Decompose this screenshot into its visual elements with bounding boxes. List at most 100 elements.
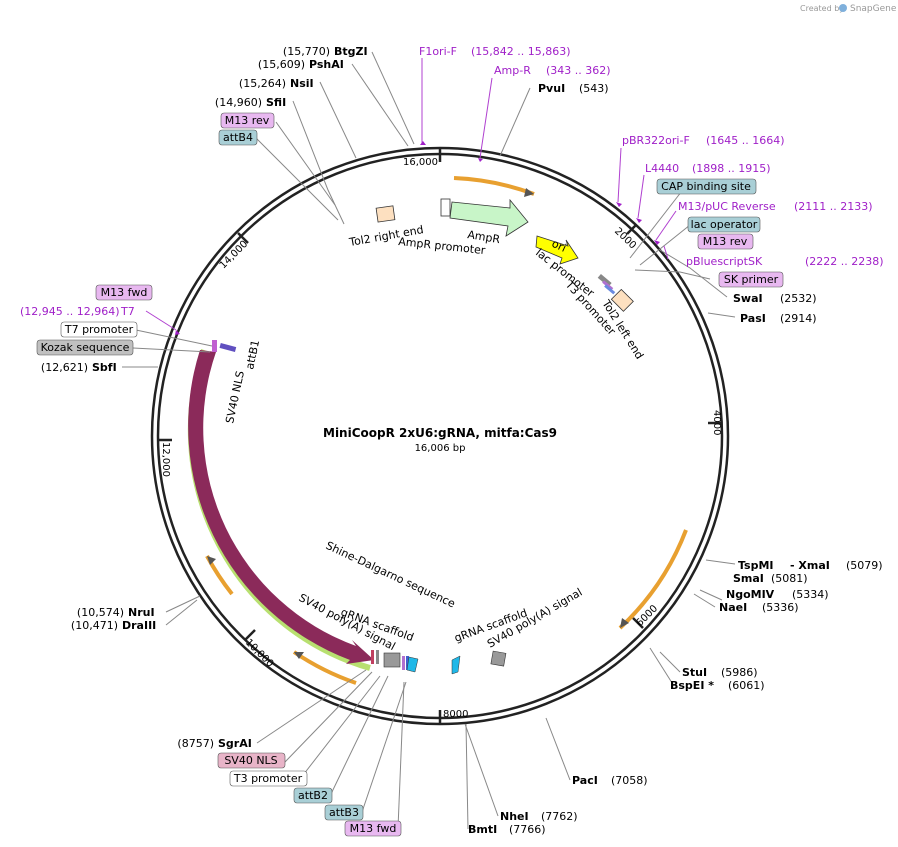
orange-arrow-right <box>618 529 688 630</box>
box-cap[interactable]: CAP binding site <box>656 178 757 195</box>
box-cap-label: CAP binding site <box>661 180 751 193</box>
box-attb4-label: attB4 <box>223 131 253 144</box>
primer-t7-name[interactable]: T7 <box>120 305 135 318</box>
box-sv40nls-bottom[interactable]: SV40 NLS <box>217 752 286 769</box>
box-t3prom-bottom-label: T3 promoter <box>233 772 303 785</box>
tick-8000: 8000 <box>443 709 468 720</box>
site-paci-pos: (7058) <box>611 774 648 787</box>
site-smai-name[interactable]: SmaI <box>733 572 764 585</box>
site-stui-pos: (5986) <box>721 666 758 679</box>
box-t3prom-bottom[interactable]: T3 promoter <box>229 770 308 787</box>
sv40nls-label: SV40 NLS <box>223 370 247 425</box>
box-kozak-label: Kozak sequence <box>41 341 130 354</box>
site-naei-name[interactable]: NaeI <box>719 601 747 614</box>
ampr-arrow <box>449 198 529 237</box>
primer-ampr-range: (343 .. 362) <box>546 64 611 77</box>
brand-text: SnapGene <box>850 4 897 14</box>
site-bmti-name[interactable]: BmtI <box>468 823 497 836</box>
box-attb2[interactable]: attB2 <box>293 787 333 804</box>
site-nrui-pos: (10,574) <box>77 606 124 619</box>
box-m13rev-right-label: M13 rev <box>703 235 748 248</box>
site-draiii-name[interactable]: DraIII <box>122 619 156 632</box>
shine-dalgarno-label: Shine-Dalgarno sequence <box>324 539 458 611</box>
snapgene-logo-icon <box>839 4 847 12</box>
site-nsii-pos: (15,264) <box>239 77 286 90</box>
box-kozak[interactable]: Kozak sequence <box>36 339 134 356</box>
orange-arrow-right-head <box>620 618 629 628</box>
box-skprimer[interactable]: SK primer <box>718 271 784 288</box>
box-t7prom-left[interactable]: T7 promoter <box>60 321 138 338</box>
site-btgzi-name[interactable]: BtgZI <box>334 45 368 58</box>
tick-2000: 2000 <box>612 226 638 252</box>
site-pvui-pos: (543) <box>579 82 609 95</box>
cas9-arrow <box>188 350 374 664</box>
primer-pbluescript-name[interactable]: pBluescriptSK <box>686 255 763 268</box>
primer-f1ori-name[interactable]: F1ori-F <box>419 45 457 58</box>
site-ngomiv-name[interactable]: NgoMIV <box>726 588 775 601</box>
site-tspmi-pos: (5079) <box>846 559 883 572</box>
primer-f1ori-range: (15,842 .. 15,863) <box>471 45 571 58</box>
credit-text: Created by <box>800 4 844 13</box>
box-m13fwd-bottom[interactable]: M13 fwd <box>344 820 402 837</box>
site-swai-name[interactable]: SwaI <box>733 292 763 305</box>
primer-lines <box>145 58 677 331</box>
ampr-promoter-box <box>440 198 451 217</box>
site-nrui-name[interactable]: NruI <box>128 606 155 619</box>
site-sfii-name[interactable]: SfiI <box>266 96 286 109</box>
site-btgzi-pos: (15,770) <box>283 45 330 58</box>
tick-16000: 16,000 <box>403 157 438 168</box>
tick-12000: 12,000 <box>160 442 171 477</box>
box-attb2-label: attB2 <box>298 789 328 802</box>
leader-lines <box>122 51 736 830</box>
primer-ampr-name[interactable]: Amp-R <box>494 64 531 77</box>
box-attb3[interactable]: attB3 <box>324 804 364 821</box>
ori-label: ori <box>550 237 568 255</box>
box-skprimer-label: SK primer <box>724 273 779 286</box>
site-bspei-name[interactable]: BspEI * <box>670 679 714 692</box>
box-m13fwd-bottom-label: M13 fwd <box>350 822 397 835</box>
primer-pbr322-name[interactable]: pBR322ori-F <box>622 134 690 147</box>
site-sbfi-name[interactable]: SbfI <box>92 361 117 374</box>
tol2-right-box <box>375 205 396 223</box>
box-m13fwd-left[interactable]: M13 fwd <box>95 284 153 301</box>
primer-pbr322-range: (1645 .. 1664) <box>706 134 785 147</box>
site-pvui-name[interactable]: PvuI <box>538 82 565 95</box>
site-pshai-name[interactable]: PshAI <box>309 58 344 71</box>
box-m13rev-right[interactable]: M13 rev <box>697 233 754 250</box>
site-smai-pos: (5081) <box>771 572 808 585</box>
site-paci-name[interactable]: PacI <box>572 774 598 787</box>
map-length: 16,006 bp <box>415 443 466 454</box>
site-sgrai-name[interactable]: SgrAI <box>218 737 252 750</box>
box-attb4[interactable]: attB4 <box>218 129 258 146</box>
bottom-cluster-marks <box>371 650 507 675</box>
orange-arrow-top-head <box>524 188 534 197</box>
primer-m13puc-name[interactable]: M13/pUC Reverse <box>678 200 776 213</box>
box-m13fwd-left-label: M13 fwd <box>101 286 148 299</box>
attb1-label: attB1 <box>243 339 262 371</box>
map-title: MiniCoopR 2xU6:gRNA, mitfa:Cas9 <box>323 426 557 440</box>
site-sfii-pos: (14,960) <box>215 96 262 109</box>
site-stui-name[interactable]: StuI <box>682 666 707 679</box>
tick-4000: 4000 <box>711 410 722 435</box>
primer-pbluescript-range: (2222 .. 2238) <box>805 255 884 268</box>
orange-arrow-left-head <box>207 556 216 565</box>
primer-t7-range: (12,945 .. 12,964) <box>20 305 120 318</box>
site-nhei-name[interactable]: NheI <box>500 810 529 823</box>
site-bspei-pos: (6061) <box>728 679 765 692</box>
primer-m13puc-range: (2111 .. 2133) <box>794 200 873 213</box>
site-pasi-name[interactable]: PasI <box>740 312 766 325</box>
box-sv40nls-bottom-label: SV40 NLS <box>224 754 277 767</box>
site-ngomiv-pos: (5334) <box>792 588 829 601</box>
primer-l4440-name[interactable]: L4440 <box>645 162 679 175</box>
box-attb3-label: attB3 <box>329 806 359 819</box>
tick-marks <box>158 148 722 724</box>
box-m13rev-top[interactable]: M13 rev <box>220 112 275 129</box>
site-pasi-pos: (2914) <box>780 312 817 325</box>
box-t7prom-left-label: T7 promoter <box>64 323 134 336</box>
box-lacop[interactable]: lac operator <box>687 216 761 233</box>
site-xmai-name[interactable]: - XmaI <box>790 559 830 572</box>
site-nsii-name[interactable]: NsiI <box>290 77 314 90</box>
cluster-left-marks <box>212 340 237 352</box>
site-tspmi-name[interactable]: TspMI <box>738 559 774 572</box>
